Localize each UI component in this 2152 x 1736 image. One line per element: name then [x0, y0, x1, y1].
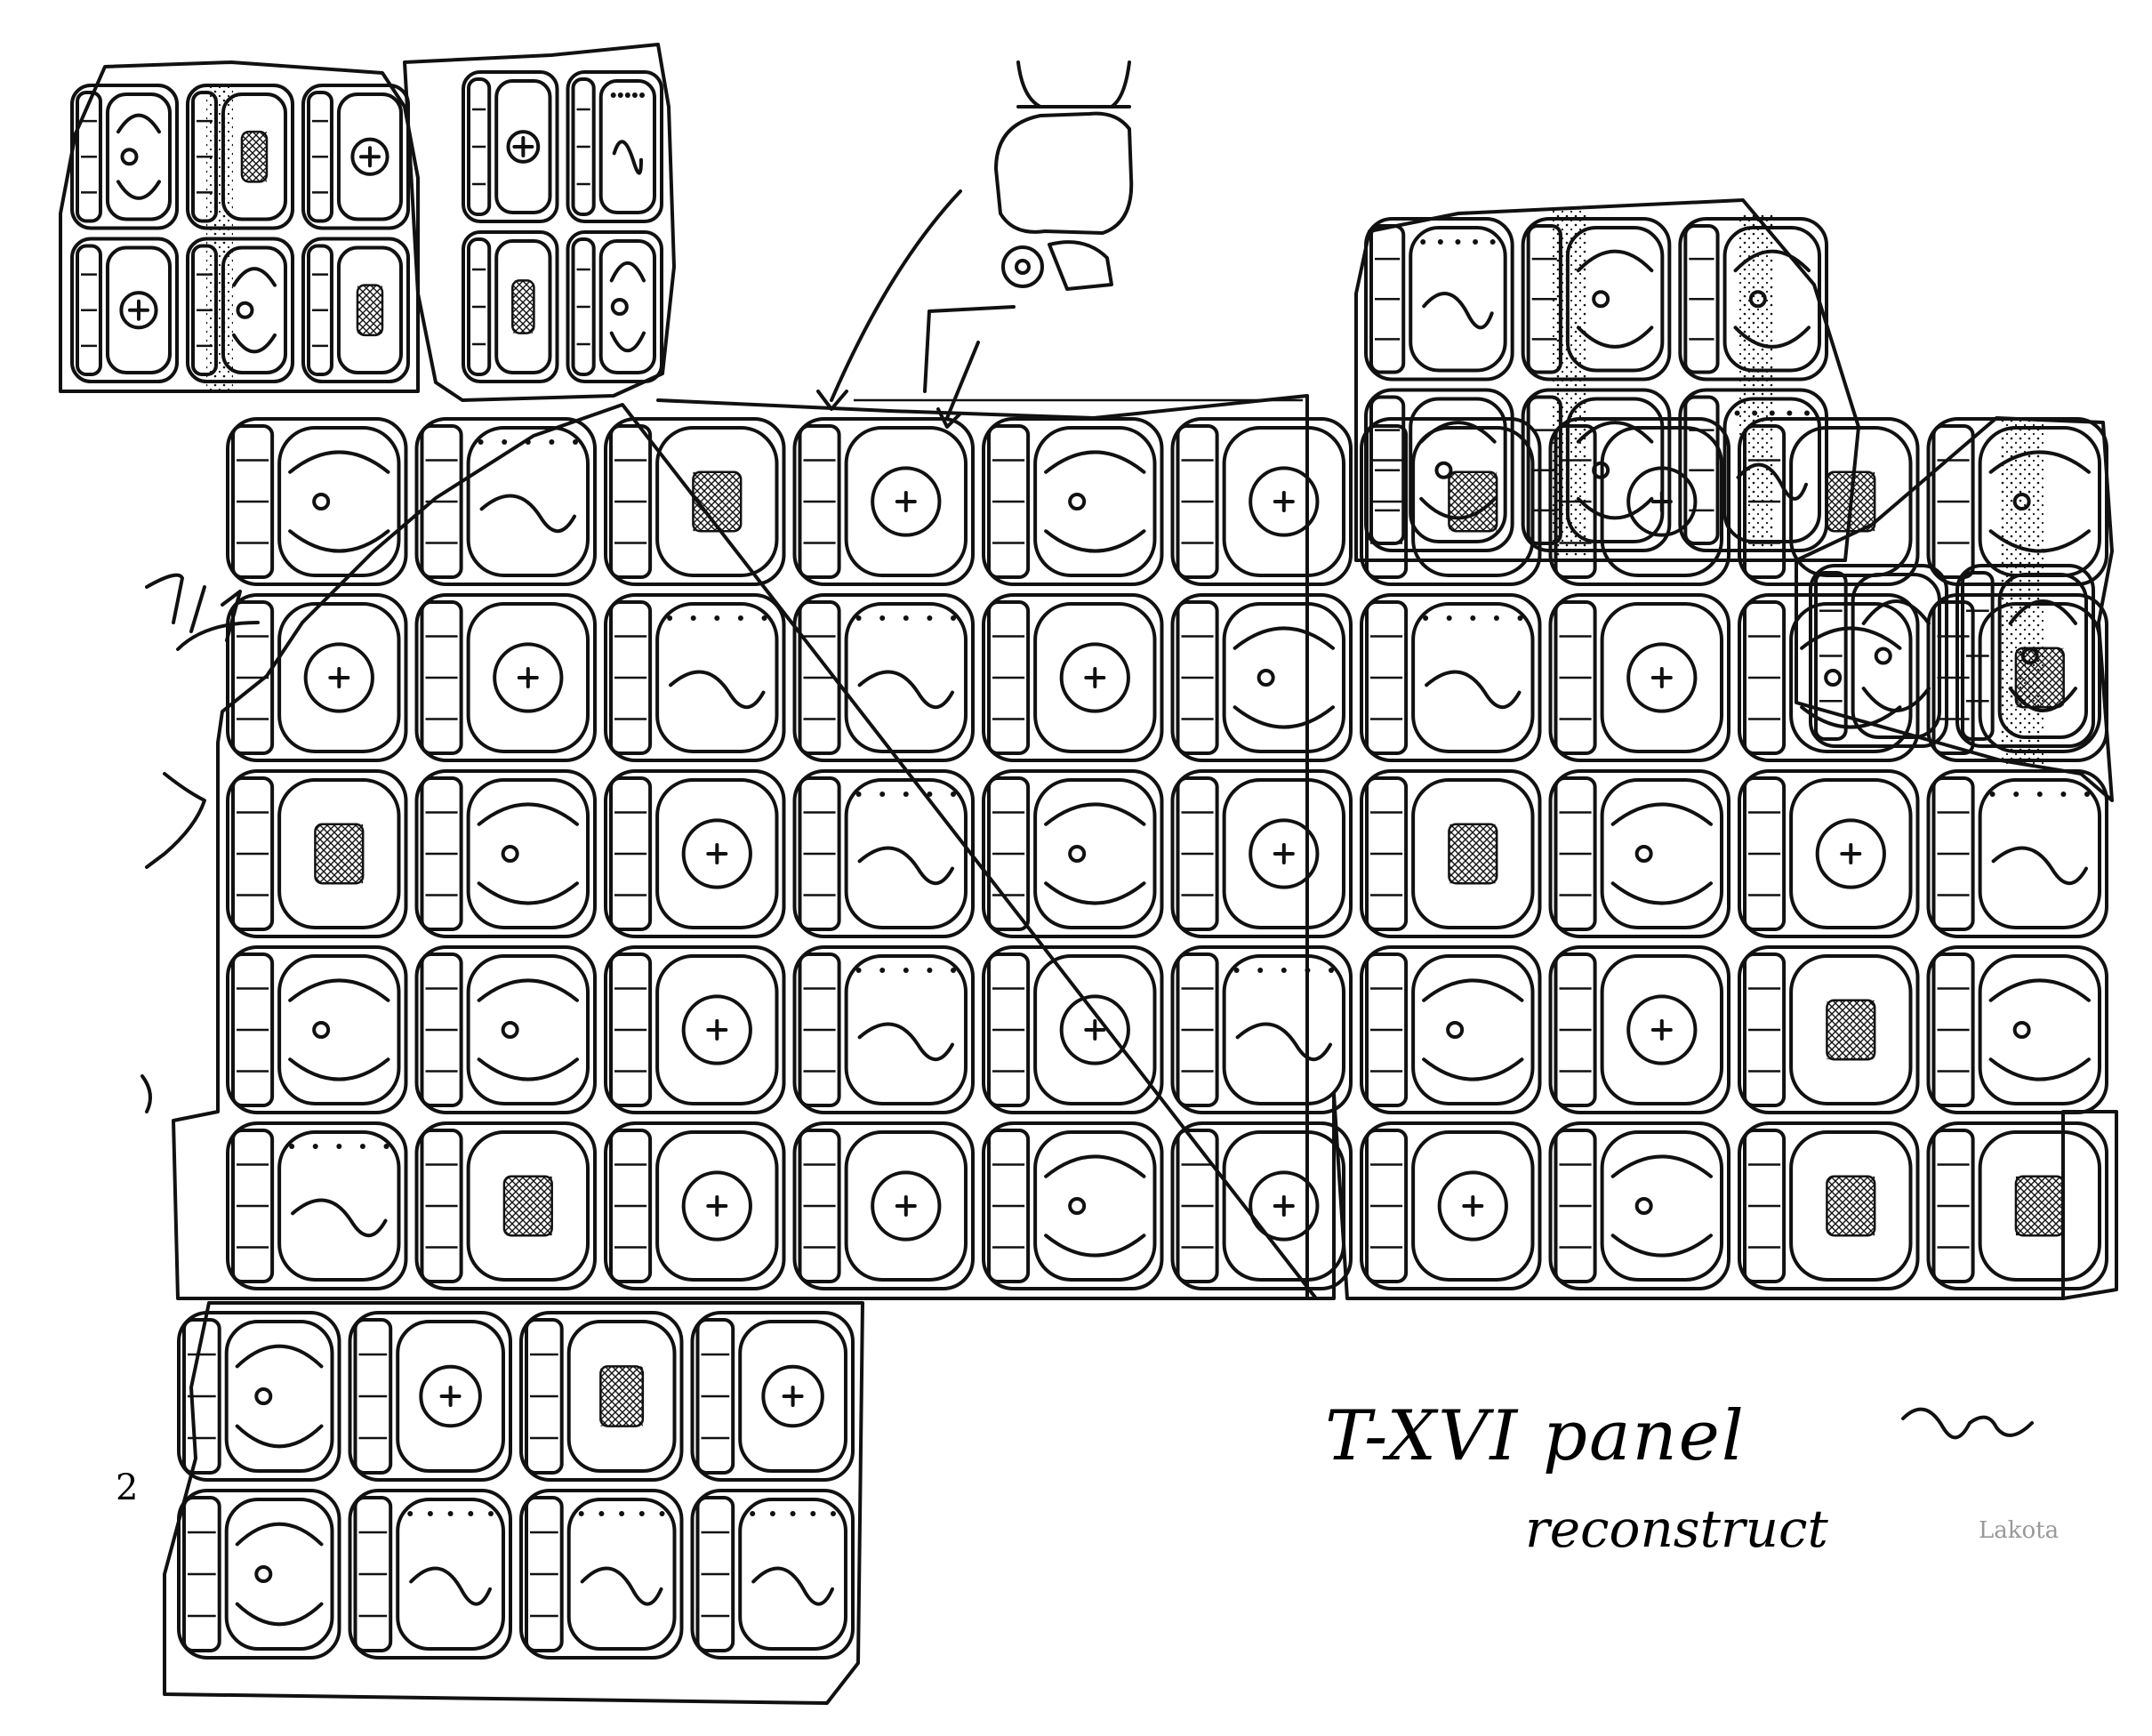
glyph-block [792, 769, 975, 938]
glyph-block [982, 769, 1164, 938]
glyph-block [792, 945, 975, 1114]
glyph-block [1738, 593, 1920, 762]
stipple-strip-2 [1552, 209, 1587, 556]
glyph-block [792, 1121, 975, 1290]
glyph-block [792, 593, 975, 762]
glyph-block [462, 70, 559, 223]
glyph-block [1360, 417, 1542, 586]
glyph-block [1360, 769, 1542, 938]
glyph-block [1360, 593, 1542, 762]
glyph-block [1170, 1121, 1353, 1290]
glyph-block [1926, 1121, 2108, 1290]
glyph-block [1738, 769, 1920, 938]
fragment-bottom-left [177, 1311, 855, 1660]
glyph-block [177, 1311, 341, 1482]
glyph-block [226, 769, 408, 938]
glyph-block [1738, 945, 1920, 1114]
glyph-block [1548, 769, 1730, 938]
glyph-block [566, 70, 663, 223]
glyph-block [1170, 769, 1353, 938]
stipple-strip-3 [1738, 213, 1774, 551]
glyph-block [690, 1489, 855, 1660]
stipple-strip-1 [206, 84, 233, 391]
glyph-block [604, 945, 786, 1114]
glyph-block [982, 945, 1164, 1114]
glyph-block [186, 237, 294, 383]
glyph-block [1548, 945, 1730, 1114]
glyph-block [519, 1489, 684, 1660]
glyph-block [604, 769, 786, 938]
glyph-block [604, 593, 786, 762]
glyph-block [70, 84, 179, 230]
fragment-far-right-outline [1795, 416, 2114, 802]
fragment-main-panel-outline [172, 394, 2118, 1300]
glyph-block [1170, 417, 1353, 586]
glyph-block [70, 237, 179, 383]
fragment-top-left [70, 84, 410, 383]
glyph-block [1738, 1121, 1920, 1290]
glyph-block [414, 945, 597, 1114]
glyph-block [566, 230, 663, 383]
glyph-block [982, 593, 1164, 762]
glyph-block [226, 417, 408, 586]
glyph-block [414, 769, 597, 938]
glyph-block [792, 417, 975, 586]
glyph-block [177, 1489, 341, 1660]
glyph-block [604, 417, 786, 586]
annotation-margin-number: 2 [116, 1467, 139, 1508]
glyph-block [982, 1121, 1164, 1290]
glyph-block [226, 945, 408, 1114]
glyph-block [604, 1121, 786, 1290]
glyph-block [301, 84, 410, 230]
fragment-top-center [462, 70, 663, 383]
glyph-block [462, 230, 559, 383]
glyph-block [1809, 564, 1948, 748]
glyph-block [414, 593, 597, 762]
fragment-top-center-outline [403, 43, 676, 402]
glyph-block [519, 1311, 684, 1482]
glyph-block [1548, 593, 1730, 762]
glyph-block [1364, 388, 1514, 552]
glyph-block [690, 1311, 855, 1482]
glyph-block [1360, 1121, 1542, 1290]
glyph-block [1521, 217, 1672, 382]
fragment-main-panel [226, 417, 2108, 1290]
glyph-block [1926, 769, 2108, 938]
floating-glyph [816, 60, 1134, 429]
glyph-block [414, 417, 597, 586]
glyph-block [1170, 593, 1353, 762]
glyph-block [348, 1489, 512, 1660]
glyph-block [301, 237, 410, 383]
glyph-block [982, 417, 1164, 586]
annotation-subtitle: reconstruct [1525, 1499, 1828, 1559]
glyph-block [226, 1121, 408, 1290]
annotation-title: T-XVI panel [1325, 1396, 1746, 1476]
margin-marks [141, 573, 2034, 1440]
annotation-stamp: Lakota [1979, 1517, 2060, 1544]
glyph-block [186, 84, 294, 230]
glyph-block [414, 1121, 597, 1290]
glyph-block [226, 593, 408, 762]
glyph-block [1364, 217, 1514, 382]
stipple-strip-4 [2001, 418, 2045, 765]
fragment-bottom-left-outline [163, 1301, 864, 1705]
glyph-layer [70, 70, 2108, 1660]
glyph-block [1548, 1121, 1730, 1290]
glyph-block [348, 1311, 512, 1482]
glyph-block [1170, 945, 1353, 1114]
glyph-block [1360, 945, 1542, 1114]
glyph-block [1926, 945, 2108, 1114]
